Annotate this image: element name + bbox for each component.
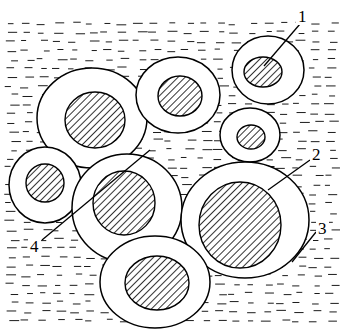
coating-shell	[9, 147, 81, 223]
particle-core	[158, 76, 202, 116]
particle-core	[65, 92, 125, 148]
callout-number: 3	[316, 220, 329, 237]
coated-particle	[100, 236, 210, 328]
particles	[9, 36, 309, 328]
callout-number: 4	[28, 238, 41, 255]
coated-particle	[9, 147, 81, 223]
callout-number: 2	[310, 146, 323, 163]
coated-particle	[220, 108, 280, 162]
coated-particle	[232, 36, 304, 104]
coating-shell	[136, 57, 220, 133]
leader-lines	[42, 24, 316, 262]
particle-core	[125, 256, 189, 310]
particle-core	[26, 164, 64, 202]
particle-core	[93, 171, 155, 235]
matrix-dashes	[4, 22, 340, 322]
particle-core	[244, 57, 282, 87]
coating-shell	[232, 36, 304, 104]
callout-number: 1	[296, 8, 309, 25]
coated-particle	[136, 57, 220, 133]
coating-shell	[220, 108, 280, 162]
coating-shell	[100, 236, 210, 328]
particle-core	[237, 125, 265, 149]
particle-core	[199, 182, 281, 268]
